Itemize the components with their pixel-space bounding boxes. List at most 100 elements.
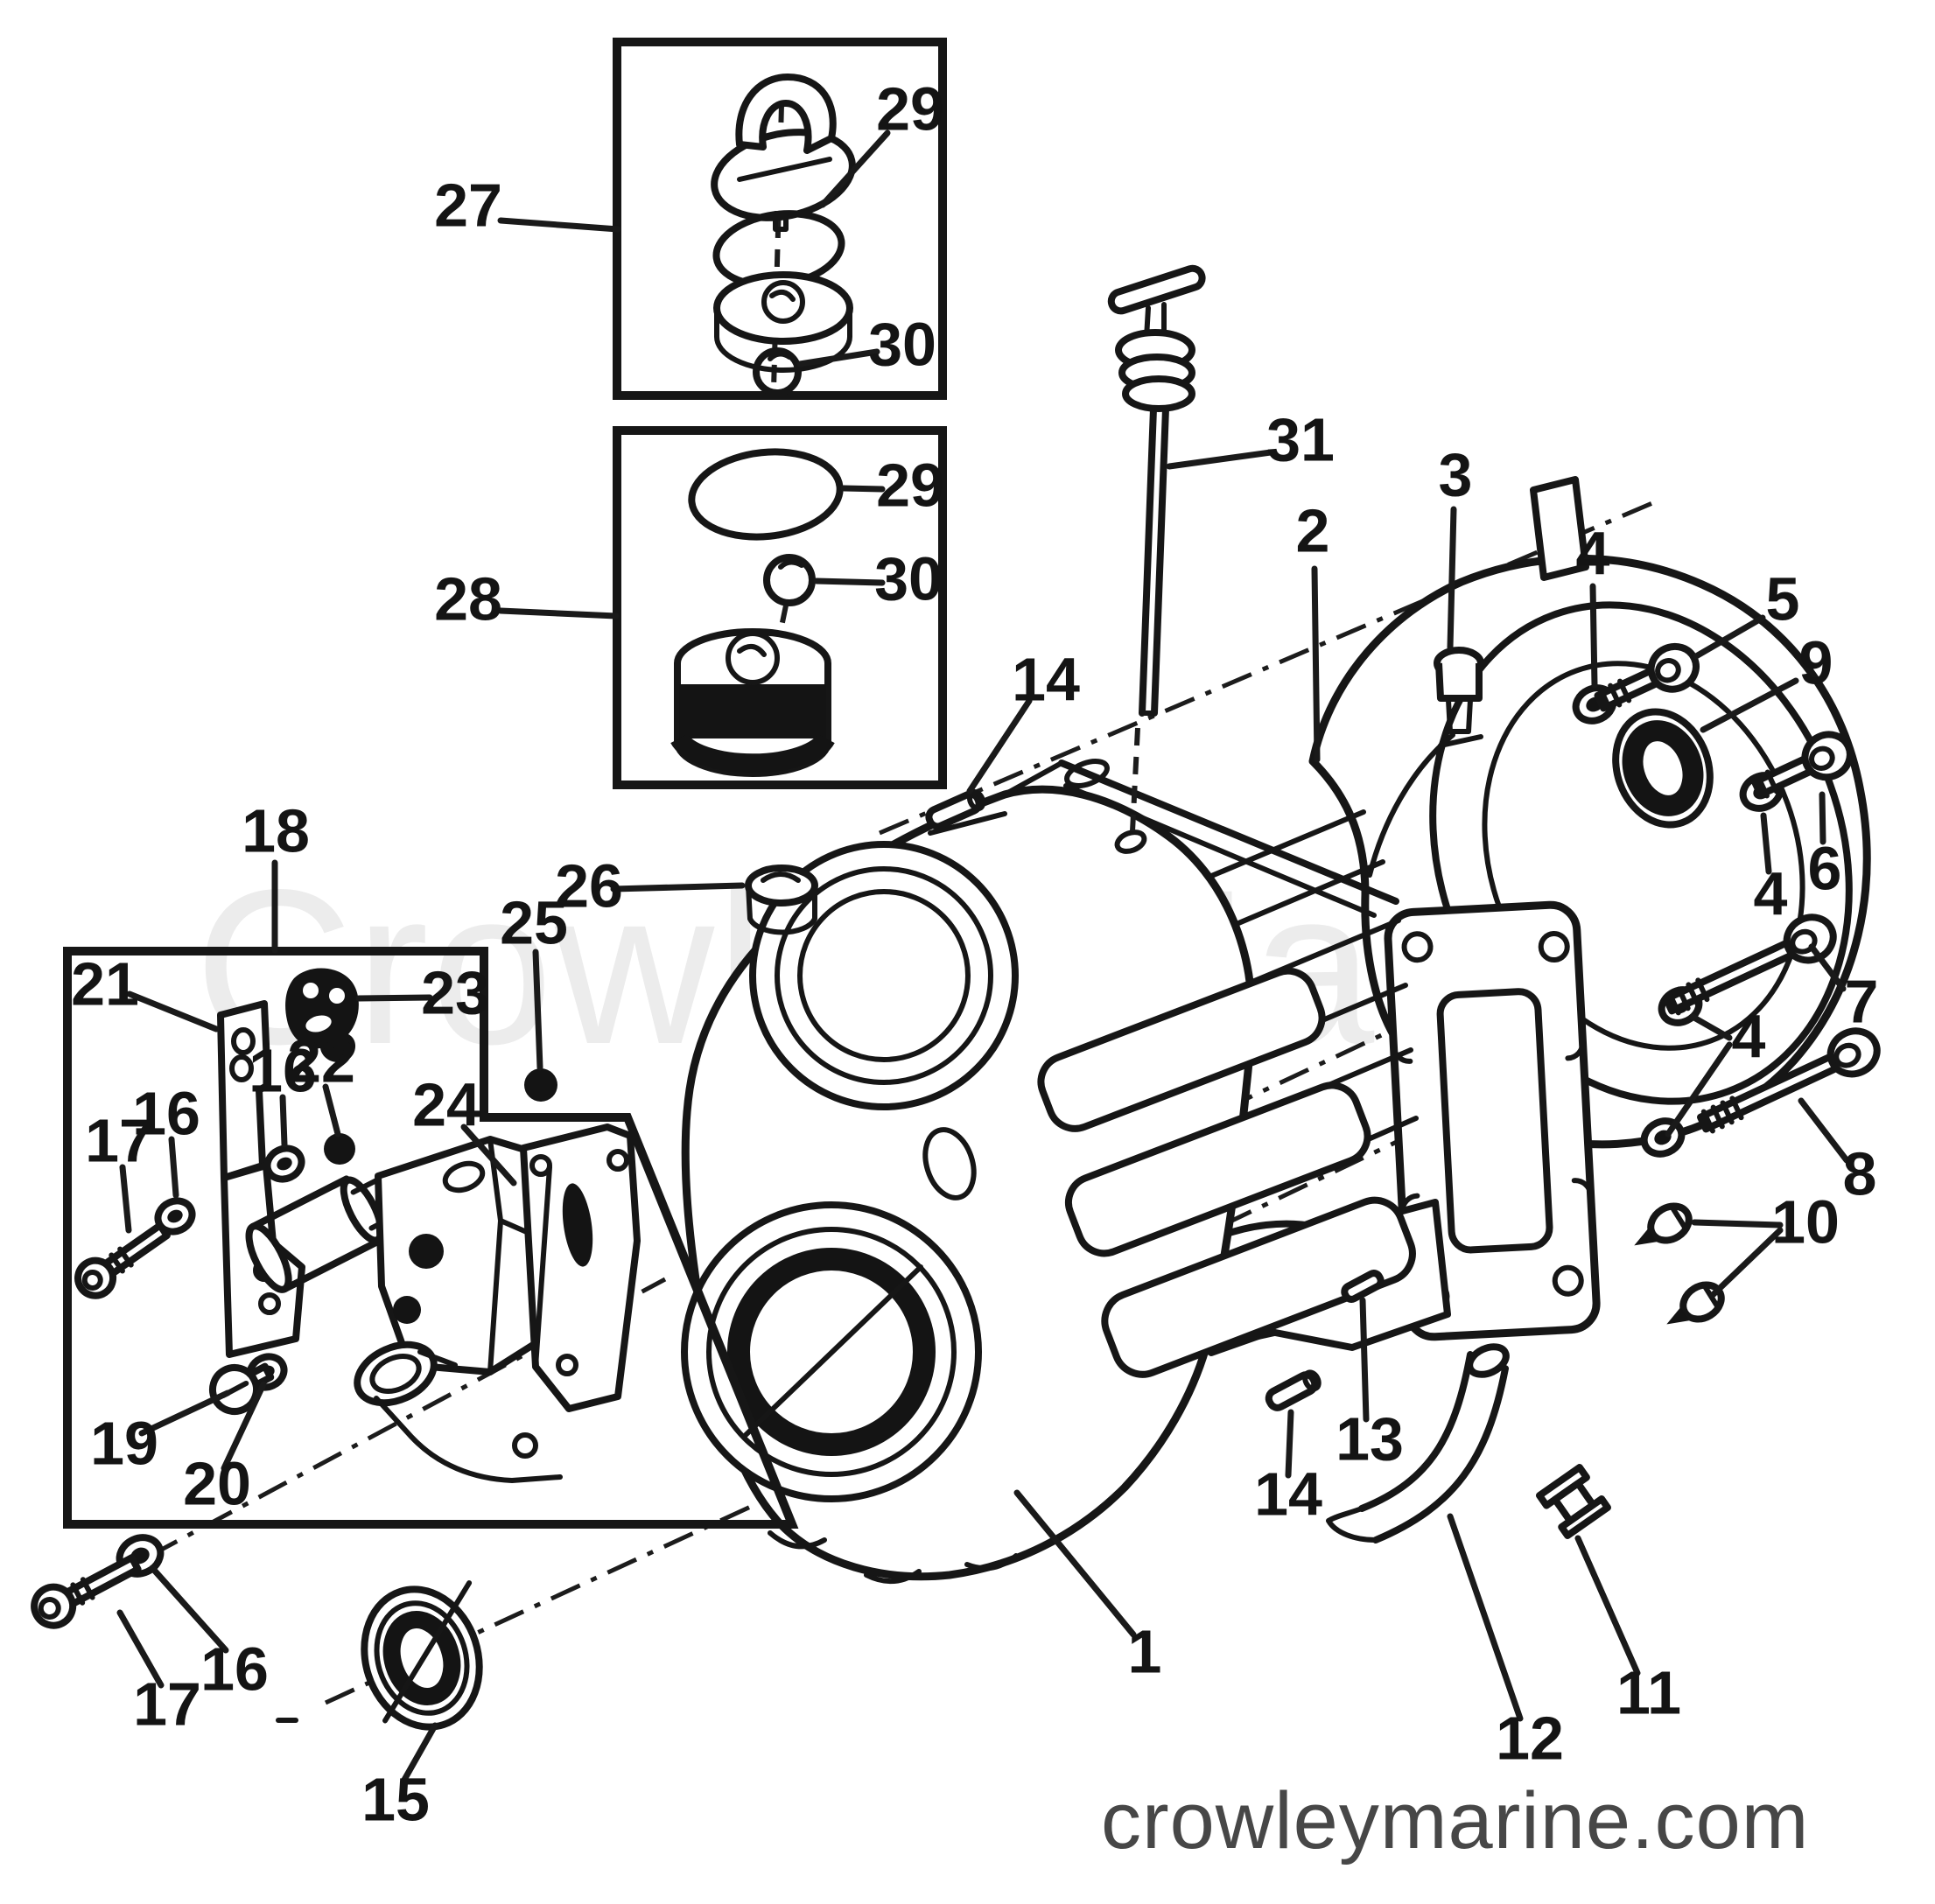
leader-line-2 <box>1311 565 1321 763</box>
callout-number-17b: 17 <box>133 1670 201 1738</box>
callout-16c: 16 <box>149 1564 269 1703</box>
washer-16a <box>263 1144 305 1183</box>
leader-line-14b <box>1285 1409 1294 1479</box>
plug-26 <box>745 864 818 935</box>
leader-line-27 <box>497 217 621 233</box>
leader-line-29a <box>819 130 891 208</box>
callout-number-28: 28 <box>434 564 502 633</box>
callout-number-3: 3 <box>1439 440 1473 508</box>
callout-number-12: 12 <box>1496 1704 1564 1772</box>
callout-number-18: 18 <box>242 796 310 864</box>
callout-number-30a: 30 <box>868 310 936 378</box>
bolt-6 <box>1751 731 1854 799</box>
leader-line-15 <box>401 1722 438 1783</box>
callout-15: 15 <box>361 1722 438 1833</box>
leader-line-4b <box>1760 812 1772 875</box>
leader-line-26 <box>610 882 746 892</box>
callout-number-1: 1 <box>1128 1617 1162 1685</box>
case-front-plate <box>681 759 1416 1585</box>
leader-line-9 <box>1700 677 1799 733</box>
callout-number-16a: 16 <box>249 1036 317 1104</box>
leader-line-16b <box>168 1136 179 1199</box>
callout-14b: 14 <box>1254 1409 1322 1528</box>
callout-number-20: 20 <box>183 1449 251 1517</box>
callout-5: 5 <box>1693 564 1800 660</box>
callout-16b: 16 <box>132 1079 200 1199</box>
oil-pump-assembly <box>217 968 641 1483</box>
callout-number-30b: 30 <box>874 544 943 612</box>
leader-line-22 <box>322 1083 341 1138</box>
callout-24: 24 <box>412 1070 517 1186</box>
leader-line-21 <box>126 990 220 1032</box>
callout-3: 3 <box>1439 440 1473 651</box>
callout-18: 18 <box>242 796 310 954</box>
callout-17b: 17 <box>116 1609 201 1738</box>
leader-line-7 <box>1808 943 1847 992</box>
leader-line-11 <box>1574 1535 1641 1676</box>
callout-23: 23 <box>355 958 489 1026</box>
seal-15 <box>361 1580 483 1731</box>
leader-line-28 <box>497 607 620 620</box>
bolt-8 <box>1697 1027 1881 1134</box>
callout-1: 1 <box>1013 1489 1162 1685</box>
callout-number-15: 15 <box>361 1765 430 1833</box>
callout-2: 2 <box>1296 496 1330 763</box>
hose-12 <box>1326 1343 1510 1544</box>
callout-number-4b: 4 <box>1754 859 1788 928</box>
leader-line-16c <box>149 1564 229 1654</box>
leader-line-12 <box>1447 1513 1524 1722</box>
leader-line-4c <box>1689 1013 1733 1041</box>
small-parts <box>276 789 1611 1723</box>
callout-25: 25 <box>500 888 568 1071</box>
callout-8: 8 <box>1798 1097 1876 1208</box>
pin-14a <box>925 789 986 830</box>
callout-4a: 4 <box>1576 519 1610 689</box>
callout-number-29b: 29 <box>876 451 944 519</box>
leader-line-31 <box>1166 449 1274 470</box>
callout-number-27: 27 <box>434 171 502 239</box>
callout-number-2: 2 <box>1296 496 1330 564</box>
callout-6: 6 <box>1808 791 1842 902</box>
inset-box-filter <box>613 426 947 789</box>
frame-box-pump <box>63 947 799 1529</box>
callout-30a: 30 <box>796 310 936 378</box>
callout-10: 10 <box>1691 1187 1840 1298</box>
callout-number-16c: 16 <box>200 1634 269 1703</box>
leader-line-17a <box>119 1164 132 1234</box>
site-label: crowleymarine.com <box>1101 1776 1809 1866</box>
callout-number-23: 23 <box>421 958 489 1026</box>
callout-number-4c: 4 <box>1732 1002 1766 1070</box>
callout-16a: 16 <box>249 1036 317 1148</box>
callout-number-5: 5 <box>1766 564 1800 633</box>
callout-number-25: 25 <box>500 888 568 956</box>
leader-line-30a <box>796 348 880 368</box>
callout-17a: 17 <box>85 1106 153 1234</box>
leader-line-30b <box>813 578 886 586</box>
callout-28: 28 <box>434 564 620 633</box>
leader-line-14a <box>966 697 1033 794</box>
plug-10a <box>1634 1202 1693 1246</box>
leader-line-19 <box>138 1390 231 1437</box>
leader-line-8 <box>1798 1097 1850 1164</box>
callout-22: 22 <box>287 1026 355 1138</box>
callout-31: 31 <box>1166 405 1335 473</box>
callout-12: 12 <box>1447 1513 1564 1772</box>
callout-21: 21 <box>71 949 220 1032</box>
callout-number-6: 6 <box>1808 834 1842 902</box>
inset-box-filler-cap <box>613 38 947 400</box>
callout-11: 11 <box>1574 1535 1681 1726</box>
leader-line-10 <box>1709 1227 1784 1298</box>
callout-number-31: 31 <box>1266 405 1335 473</box>
callout-26: 26 <box>555 851 746 920</box>
leader-line-3 <box>1447 506 1457 651</box>
callout-number-21: 21 <box>71 949 139 1018</box>
leader-line-29b <box>840 485 886 493</box>
callout-layer: 1234596474810111213141415161616171718192… <box>71 74 1878 1833</box>
leader-line-16a <box>279 1094 288 1148</box>
callout-number-16b: 16 <box>132 1079 200 1147</box>
callout-7: 7 <box>1808 943 1878 1035</box>
leader-line-6 <box>1819 791 1826 845</box>
callout-27: 27 <box>434 171 621 239</box>
